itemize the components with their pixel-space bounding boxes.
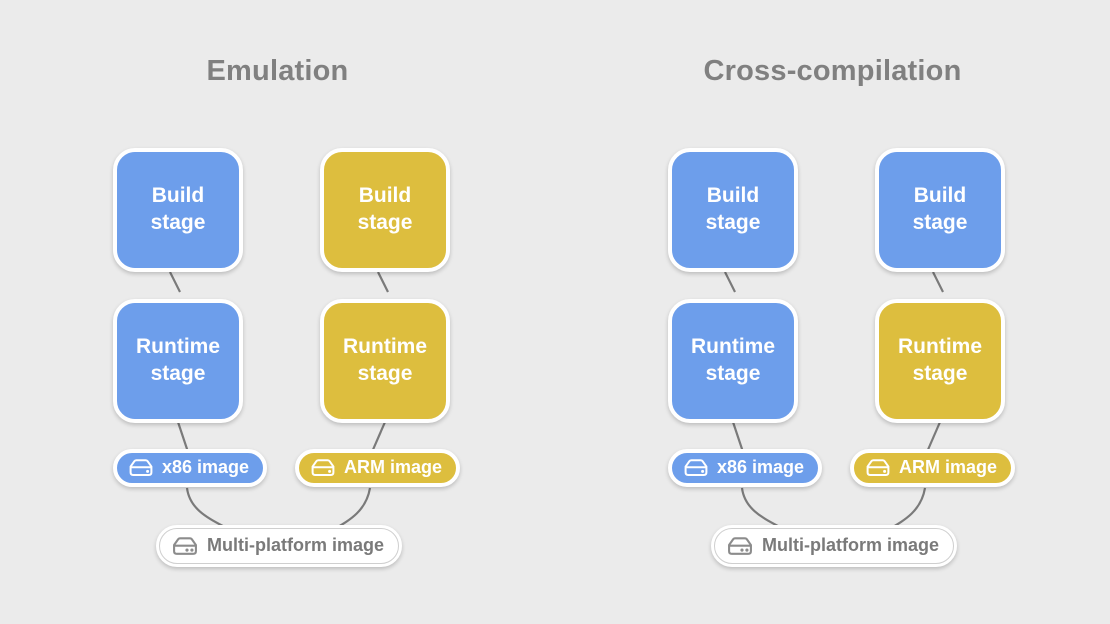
node-label: Runtime stage — [136, 335, 220, 385]
node-arm-image[interactable]: ARM image — [850, 449, 1016, 487]
panel-title-cross-compilation: Cross-compilation — [703, 55, 962, 87]
node-label: Build stage — [357, 184, 413, 234]
node-runtime-stage[interactable]: Runtime stage — [113, 299, 243, 423]
node-label: Build stage — [150, 184, 206, 234]
hard-drive-icon — [866, 459, 890, 476]
node-label: Build stage — [912, 184, 968, 234]
node-runtime-stage[interactable]: Runtime stage — [668, 299, 798, 423]
panel-title-emulation: Emulation — [206, 55, 349, 87]
node-label: x86 image — [162, 456, 250, 477]
multi-drive-icon — [728, 536, 752, 555]
node-build-stage[interactable]: Build stage — [668, 148, 798, 272]
node-label: Runtime stage — [898, 335, 982, 385]
node-build-stage[interactable]: Build stage — [320, 148, 450, 272]
node-label: Runtime stage — [691, 335, 775, 385]
node-label: ARM image — [899, 456, 998, 477]
node-label: Runtime stage — [343, 335, 427, 385]
hard-drive-icon — [684, 459, 708, 476]
hard-drive-icon — [311, 459, 335, 476]
multi-drive-icon — [173, 536, 197, 555]
node-multi-platform-image[interactable]: Multi-platform image — [711, 525, 958, 567]
node-build-stage[interactable]: Build stage — [875, 148, 1005, 272]
node-runtime-stage[interactable]: Runtime stage — [875, 299, 1005, 423]
hard-drive-icon — [129, 459, 153, 476]
node-arm-image[interactable]: ARM image — [295, 449, 461, 487]
node-label: ARM image — [344, 456, 443, 477]
node-multi-platform-image[interactable]: Multi-platform image — [156, 525, 403, 567]
node-x86-image[interactable]: x86 image — [113, 449, 268, 487]
node-label: Multi-platform image — [762, 534, 940, 555]
panel-emulation: Emulation Build stage Runtime stage — [113, 55, 461, 567]
node-label: Build stage — [705, 184, 761, 234]
panel-cross-compilation: Cross-compilation Build stage Runtime st… — [555, 0, 1110, 624]
node-runtime-stage[interactable]: Runtime stage — [320, 299, 450, 423]
node-build-stage[interactable]: Build stage — [113, 148, 243, 272]
node-label: Multi-platform image — [207, 534, 385, 555]
node-x86-image[interactable]: x86 image — [668, 449, 823, 487]
node-label: x86 image — [717, 456, 805, 477]
